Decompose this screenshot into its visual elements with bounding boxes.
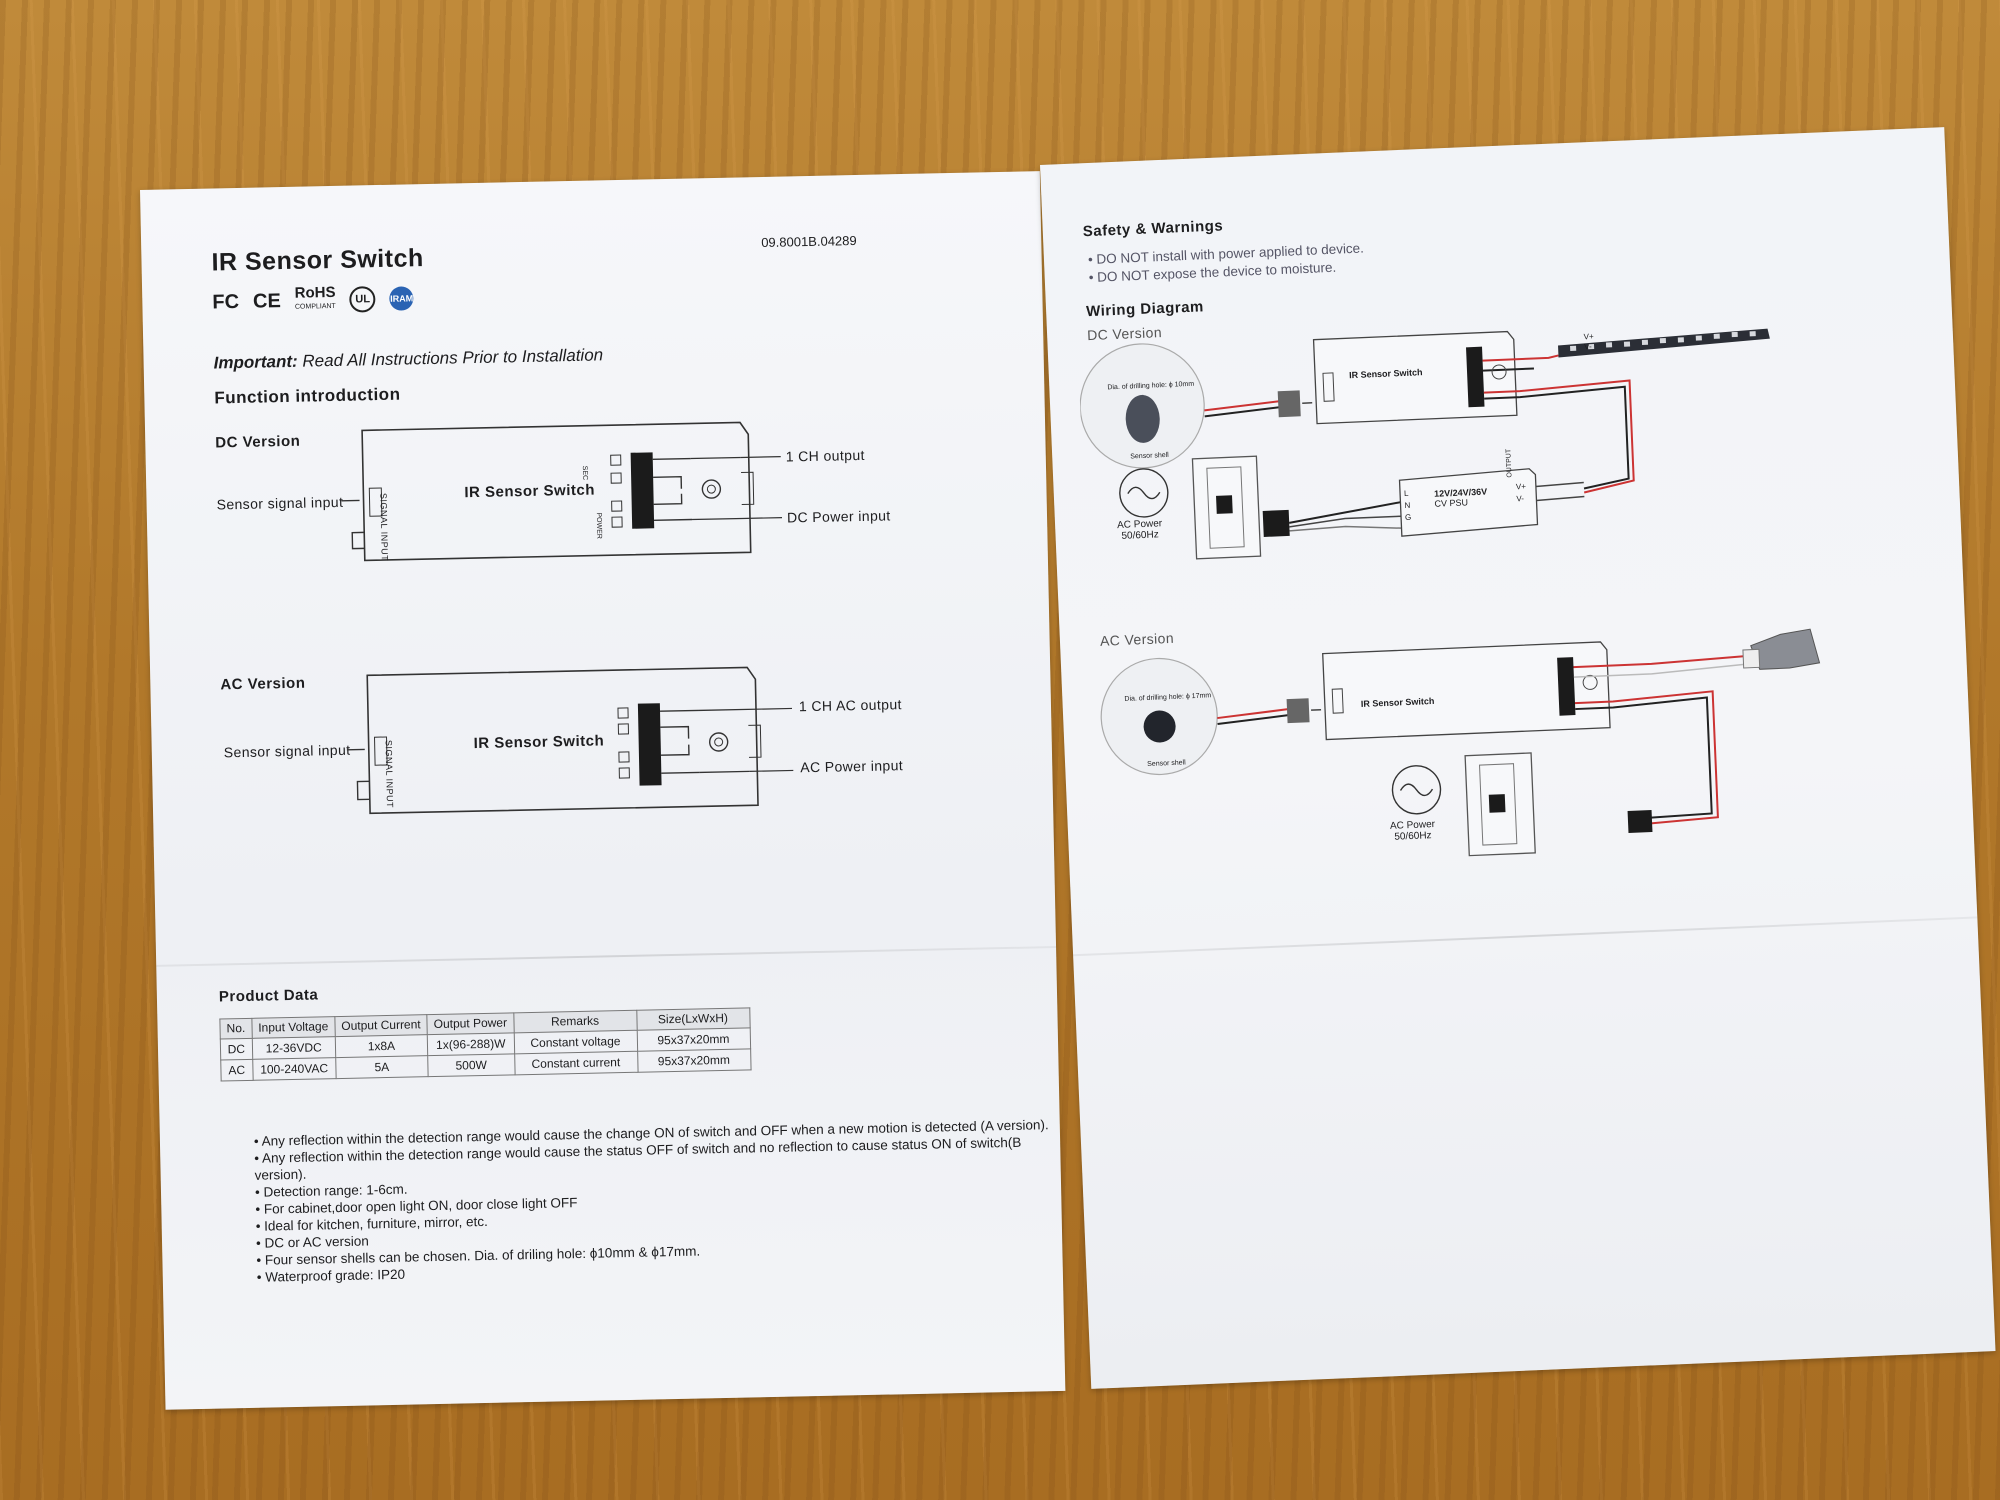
safety-heading: Safety & Warnings xyxy=(1082,217,1224,241)
dc-terminal-sec: SEC xyxy=(580,465,589,481)
fcc-logo: FC xyxy=(212,290,240,314)
table-cell: 12-36VDC xyxy=(251,1036,336,1060)
important-notice: Important: Read All Instructions Prior t… xyxy=(213,345,603,373)
ac-wiring-diagram xyxy=(1100,628,1821,857)
document-number: 09.8001B.04289 xyxy=(761,233,857,250)
table-cell: Constant voltage xyxy=(513,1030,638,1054)
warnings-block: • DO NOT install with power applied to d… xyxy=(1088,240,1365,288)
dc-output-label: 1 CH output xyxy=(785,446,865,465)
col-size: Size(LxWxH) xyxy=(636,1007,750,1031)
ce-logo: CE xyxy=(252,289,282,313)
col-output-power: Output Power xyxy=(426,1012,514,1035)
dc-device-diagram xyxy=(341,421,783,562)
col-remarks: Remarks xyxy=(513,1010,637,1033)
wiring-ac-heading: AC Version xyxy=(1099,629,1175,649)
feature-list: Any reflection within the detection rang… xyxy=(240,1116,1057,1286)
psu-output-tag: OUTPUT xyxy=(1505,448,1514,478)
table-cell: 1x(96-288)W xyxy=(427,1032,515,1056)
dc-signal-input-tag: SIGNAL INPUT xyxy=(378,492,390,562)
ul-logo: UL xyxy=(349,286,376,313)
table-cell: 5A xyxy=(335,1055,429,1079)
ac-output-label: 1 CH AC output xyxy=(798,696,902,715)
ac-device-label: IR Sensor Switch xyxy=(473,732,605,753)
col-no: No. xyxy=(219,1018,252,1040)
iram-logo: IRAM xyxy=(389,286,414,311)
col-output-current: Output Current xyxy=(334,1014,428,1037)
ac-signal-input-tag: SIGNAL INPUT xyxy=(383,739,395,809)
table-cell: 1x8A xyxy=(335,1034,428,1058)
ac-sensor-input-label: Sensor signal input xyxy=(223,741,351,761)
dc-version-heading: DC Version xyxy=(215,432,301,452)
strip-label-vplus: V+ xyxy=(1583,331,1594,342)
dc-device-label: IR Sensor Switch xyxy=(464,481,596,502)
ac-power-label: AC Power input xyxy=(800,757,904,776)
table-cell: AC xyxy=(220,1059,253,1081)
dc-wiring-diagram xyxy=(1079,328,1770,560)
important-text: Read All Instructions Prior to Installat… xyxy=(302,345,604,371)
table-cell: 95x37x20mm xyxy=(637,1048,751,1073)
important-label: Important: xyxy=(213,351,298,373)
strip-label-vminus: V- xyxy=(1583,342,1592,352)
wiring-heading: Wiring Diagram xyxy=(1085,298,1205,321)
instruction-sheet-right: Safety & Warnings • DO NOT install with … xyxy=(1040,127,1996,1389)
ac-version-heading: AC Version xyxy=(220,674,306,694)
table-cell: DC xyxy=(220,1038,253,1060)
dc-terminal-power: POWER xyxy=(594,512,603,539)
table-cell: 100-240VAC xyxy=(252,1057,336,1081)
function-heading: Function introduction xyxy=(214,384,401,408)
document-title: IR Sensor Switch xyxy=(211,244,424,277)
table-cell: Constant current xyxy=(514,1051,638,1075)
product-data-table: No. Input Voltage Output Current Output … xyxy=(219,1007,751,1081)
dc-sensor-input-label: Sensor signal input xyxy=(216,493,344,513)
psu-output-terminals: V+V- xyxy=(1515,481,1527,504)
ac-device-diagram xyxy=(346,666,794,815)
product-data-heading: Product Data xyxy=(218,986,319,1006)
dc-power-label: DC Power input xyxy=(786,507,891,526)
table-cell: 95x37x20mm xyxy=(636,1027,751,1052)
table-cell: 500W xyxy=(427,1053,515,1077)
instruction-sheet-left: IR Sensor Switch 09.8001B.04289 FC CE Ro… xyxy=(140,171,1066,1410)
col-input-voltage: Input Voltage xyxy=(251,1016,336,1039)
fold-line xyxy=(156,945,1057,967)
fold-line xyxy=(1073,916,1978,957)
